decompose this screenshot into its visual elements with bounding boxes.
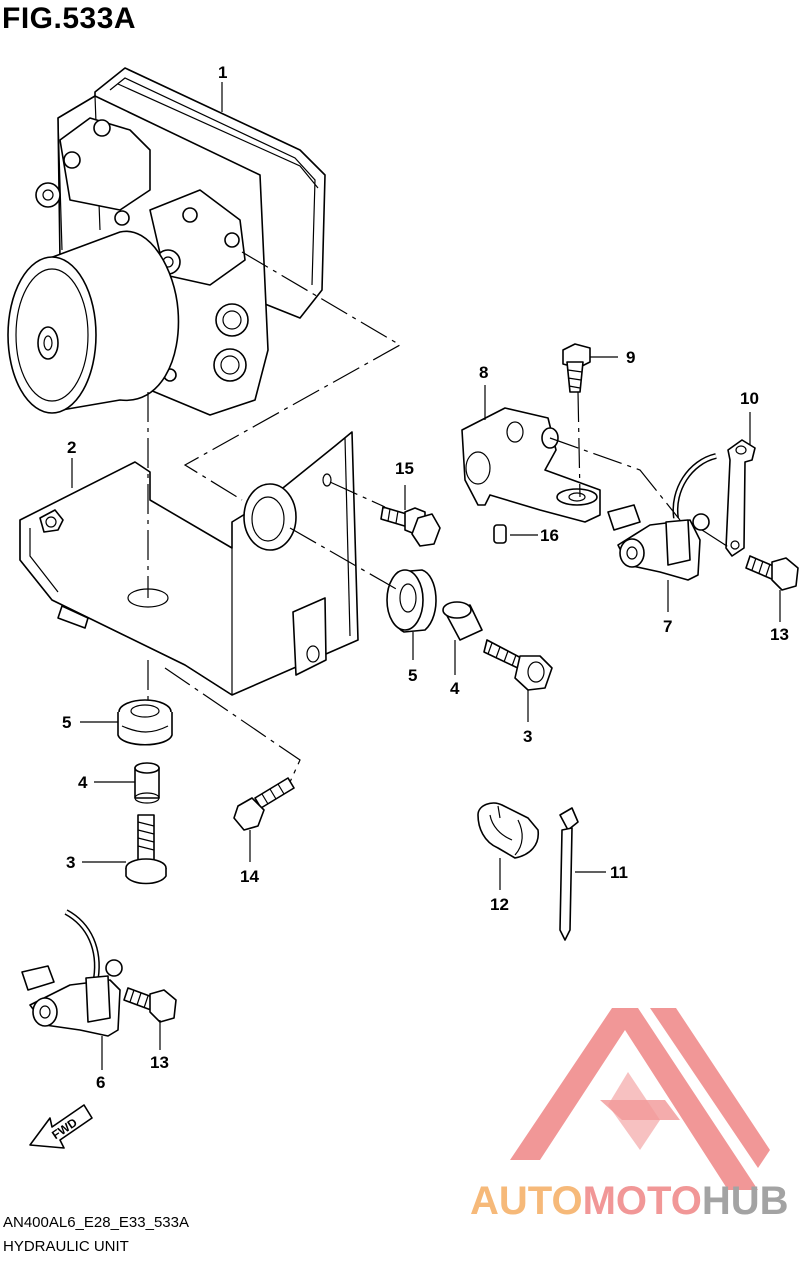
bolt-part-13-right[interactable] [745, 555, 799, 591]
callout-4-left: 4 [78, 773, 88, 792]
watermark-auto: AUTO [470, 1179, 583, 1223]
wheel-speed-sensor-part-6[interactable] [21, 909, 123, 1037]
bolt-part-13-left[interactable] [123, 987, 177, 1023]
callout-numbers: 1 2 8 9 10 15 16 7 13 5 4 3 5 4 3 14 12 … [62, 63, 789, 1092]
leader-lines [71, 82, 781, 1070]
bolt-part-14[interactable] [233, 777, 295, 831]
callout-8: 8 [479, 363, 488, 382]
callout-13-left: 13 [150, 1053, 169, 1072]
callout-13-right: 13 [770, 625, 789, 644]
fwd-arrow-icon: FWD [29, 1104, 93, 1149]
figure-name: HYDRAULIC UNIT [3, 1238, 129, 1255]
sensor-bracket-part-8[interactable] [461, 407, 601, 523]
callout-3-left: 3 [66, 853, 75, 872]
callout-5-right: 5 [408, 666, 417, 685]
hydraulic-unit-part-1[interactable] [7, 67, 326, 416]
callout-10: 10 [740, 389, 759, 408]
callout-15: 15 [395, 459, 414, 478]
pin-part-16[interactable] [493, 524, 507, 544]
cable-tie-part-11[interactable] [559, 807, 579, 941]
figure-code: AN400AL6_E28_E33_533A [3, 1214, 189, 1231]
figure-title: FIG.533A [2, 2, 137, 35]
collar-part-4-left[interactable] [134, 762, 160, 804]
watermark-moto: MOTO [583, 1179, 702, 1223]
callout-7: 7 [663, 617, 672, 636]
callout-14: 14 [240, 867, 259, 886]
clip-part-12[interactable] [477, 802, 540, 859]
alignment-lines [147, 251, 731, 783]
callout-11: 11 [610, 863, 628, 882]
callout-3-right: 3 [523, 727, 532, 746]
collar-part-4-right[interactable] [442, 601, 483, 641]
grommet-part-5-right[interactable] [386, 569, 437, 633]
callout-4-right: 4 [450, 679, 460, 698]
callout-5-left: 5 [62, 713, 71, 732]
callout-12: 12 [490, 895, 509, 914]
callout-1: 1 [218, 63, 227, 82]
wheel-speed-sensor-part-7[interactable] [607, 453, 717, 581]
callout-6: 6 [96, 1073, 105, 1092]
bolt-part-9[interactable] [562, 343, 591, 393]
bolt-part-15[interactable] [380, 506, 441, 547]
clamp-part-10[interactable] [725, 439, 756, 557]
watermark-hub: HUB [702, 1179, 789, 1223]
callout-16: 16 [540, 526, 559, 545]
bolt-part-3-left[interactable] [125, 814, 167, 885]
bolt-part-3-right[interactable] [483, 639, 553, 691]
watermark-logo: AUTOMOTOHUB [470, 1008, 789, 1223]
callout-9: 9 [626, 348, 635, 367]
grommet-part-5-left[interactable] [117, 699, 173, 746]
watermark-text: AUTOMOTOHUB [470, 1179, 789, 1223]
callout-2: 2 [67, 438, 76, 457]
bracket-part-2[interactable] [19, 431, 359, 696]
